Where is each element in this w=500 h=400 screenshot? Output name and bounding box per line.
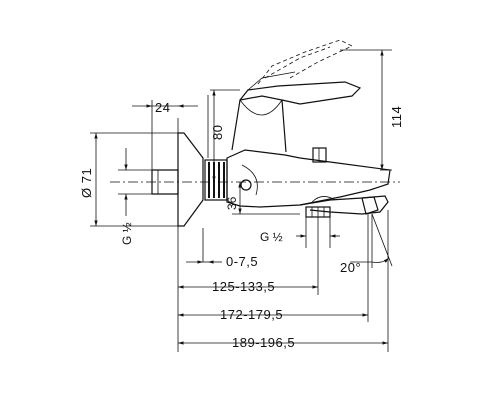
faucet-body	[151, 39, 391, 227]
wall-flange	[177, 132, 204, 227]
dim-172: 172-179,5	[220, 307, 283, 322]
dim-80: 80	[210, 125, 225, 140]
dim-189: 189-196,5	[232, 335, 295, 350]
dim-114: 114	[389, 106, 404, 128]
spout	[299, 195, 389, 215]
dim-24: 24	[155, 100, 170, 115]
dim-125: 125-133,5	[212, 279, 275, 294]
dim-36: 36	[225, 196, 239, 210]
dimension-labels: 24 80 114 Ø 71 G ½ 36 G ½ 0-7,5 20° 125-…	[79, 100, 404, 350]
lever-handle	[239, 81, 362, 105]
dim-20-degrees: 20°	[340, 260, 361, 275]
cartridge-housing	[231, 95, 287, 153]
diverter-knob	[312, 147, 327, 163]
dim-0-7-5: 0-7,5	[226, 254, 258, 269]
dim-g-bottom: G ½	[260, 230, 283, 244]
dim-71: Ø 71	[79, 168, 94, 198]
mixer-body	[226, 149, 391, 208]
dimension-lines	[94, 50, 390, 345]
dim-g-left: G ½	[120, 222, 134, 245]
lever-raised-position	[257, 39, 353, 85]
